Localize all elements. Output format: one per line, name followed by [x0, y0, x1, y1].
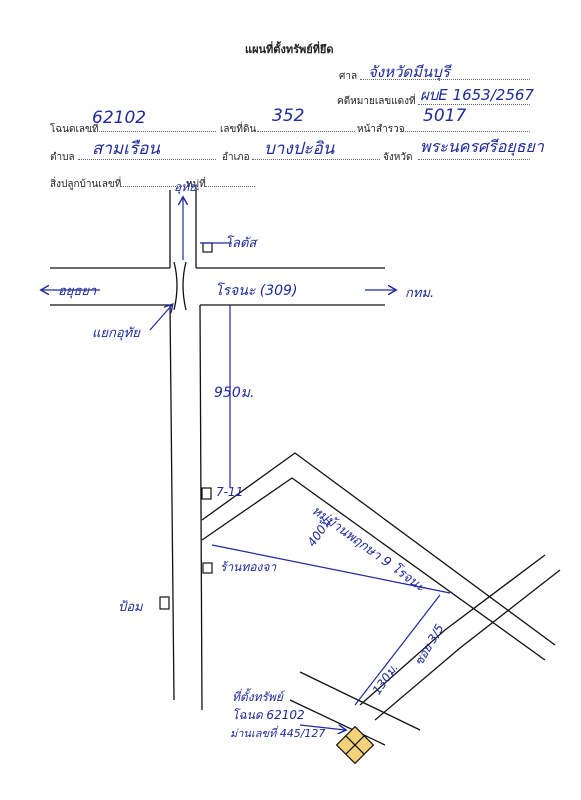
uthai-turn-label: แยกอุทัย — [92, 326, 140, 341]
province-line — [418, 159, 530, 160]
land-no-label: เลขที่ดิน — [220, 124, 257, 135]
gold-shop-label: ร้านทองจา — [220, 560, 277, 574]
seven-eleven-box — [201, 487, 212, 500]
village-road-upper-edge — [201, 452, 556, 646]
deed-value: 62102 — [92, 108, 147, 128]
uthai-road-right-edge — [195, 190, 203, 711]
checkpoint-label: ป้อม — [118, 600, 143, 615]
ayutthaya-label: อยุธยา — [58, 284, 97, 299]
distance-950-label: 950ม. — [214, 385, 255, 401]
building-label: สิ่งปลูกบ้านเลขที่ — [50, 179, 122, 190]
cross-road-upper-edge — [359, 554, 546, 706]
moo-line — [205, 186, 255, 187]
court-line — [360, 79, 530, 80]
survey-label: หน้าสำรวจ — [357, 124, 405, 135]
uthai-turn-arrow — [149, 305, 172, 331]
north-road-label: อุทัย — [174, 180, 197, 194]
property-note-3: ม่านเลขที่ 445/127 — [230, 727, 326, 740]
survey-line — [400, 131, 530, 132]
page-title: แผนที่ตั้งทรัพย์ที่ยึด — [245, 43, 334, 56]
seven-eleven-label: 7-11 — [216, 485, 244, 499]
survey-value: 5017 — [423, 106, 467, 126]
checkpoint-box — [159, 596, 170, 610]
deed-line — [88, 131, 216, 132]
district-line — [252, 159, 380, 160]
uthai-road-left-edge — [169, 190, 175, 701]
property-arrow — [299, 724, 345, 730]
subdistrict-line — [78, 159, 216, 160]
land-no-line — [257, 131, 355, 132]
district-value: บางปะอิน — [264, 139, 335, 159]
province-label: จังหวัด — [383, 152, 413, 163]
property-note-1: ที่ตั้งทรัพย์ — [232, 690, 283, 704]
dist-400-line — [211, 544, 451, 594]
lower-road-top-edge — [299, 671, 421, 731]
building-line — [120, 186, 182, 187]
district-label: อำเภอ — [222, 152, 250, 163]
cross-road-lower-edge — [374, 569, 561, 721]
subdistrict-label: ตำบล — [50, 152, 75, 163]
lotus-box — [202, 242, 213, 253]
deed-label: โฉนดเลขที่ — [50, 124, 99, 135]
village-road-lower-edge — [201, 477, 546, 661]
subdistrict-value: สามเรือน — [92, 139, 160, 159]
lotus-label: โลตัส — [225, 236, 257, 251]
case-line — [418, 104, 530, 105]
land-no-value: 352 — [272, 106, 305, 126]
bangkok-label: กทม. — [405, 286, 435, 301]
moo-label: หมู่ที่ — [186, 179, 206, 190]
junction-mark-right — [182, 261, 187, 311]
dist-130-line — [354, 594, 441, 706]
lower-road-bottom-edge — [289, 699, 386, 746]
rojana-road-label: โรจนะ (309) — [215, 283, 298, 299]
case-label: คดีหมายเลขแดงที่ — [337, 96, 416, 107]
gold-shop-box — [202, 562, 213, 574]
court-value: จังหวัดมีนบุรี — [368, 63, 450, 81]
junction-mark-left — [173, 261, 178, 311]
property-note-2: โฉนด 62102 — [232, 708, 305, 722]
case-value: ผบE 1653/2567 — [420, 86, 534, 104]
court-label: ศาล — [339, 71, 358, 82]
property-marker — [335, 725, 375, 765]
province-value: พระนครศรีอยุธยา — [420, 137, 544, 156]
